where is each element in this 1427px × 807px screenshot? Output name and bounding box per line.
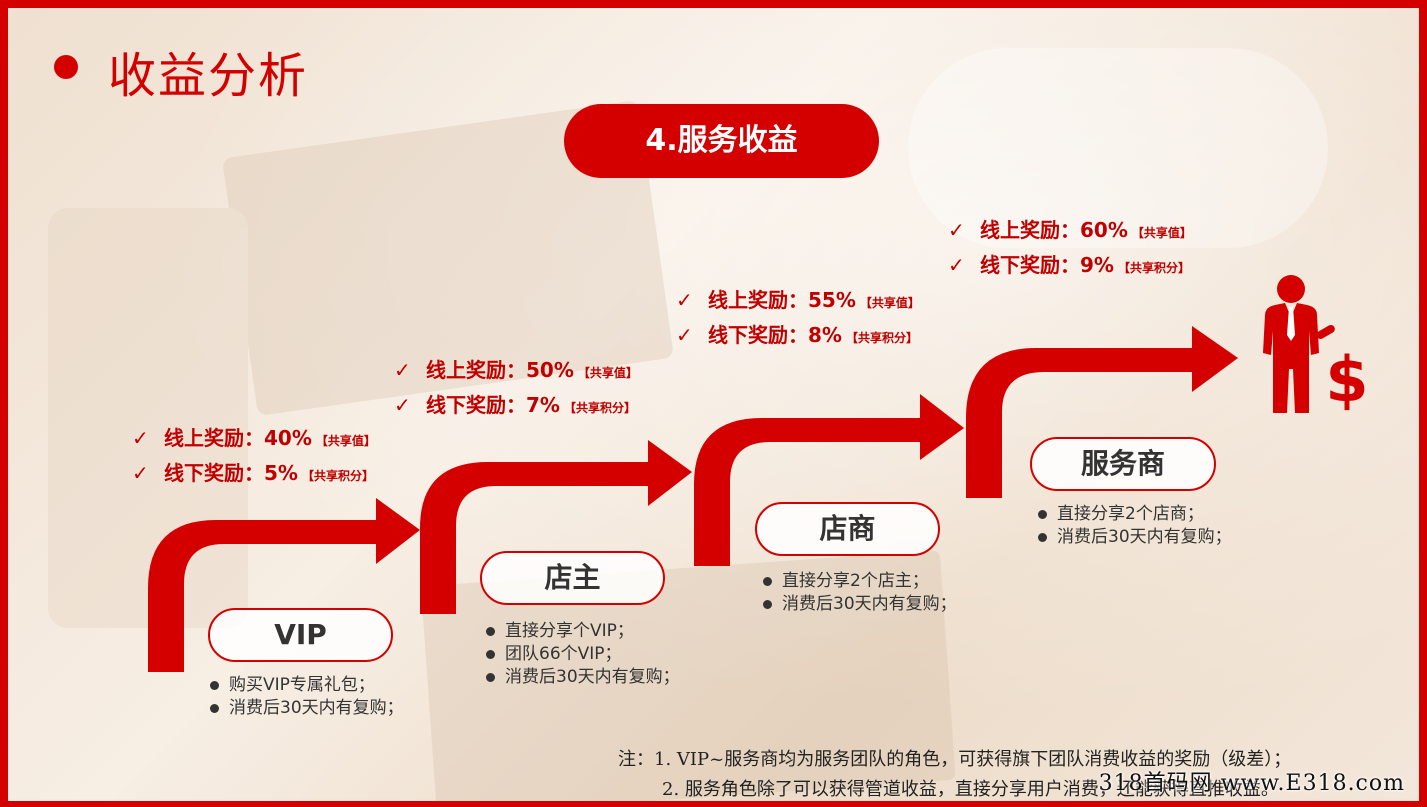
tier-rewards-vip: ✓线上奖励：40%【共享值】 ✓线下奖励：5%【共享积分】 — [132, 422, 376, 492]
title-bullet-icon — [54, 55, 78, 79]
list-item: 直接分享2个店商； — [1038, 503, 1232, 526]
growth-arrows — [148, 326, 1238, 672]
reward-offline: ✓线下奖励：5%【共享积分】 — [132, 461, 374, 485]
tier-rewards-shop-merchant: ✓线上奖励：55%【共享值】 ✓线下奖励：8%【共享积分】 — [676, 284, 920, 354]
reward-online: ✓线上奖励：60%【共享值】 — [948, 218, 1192, 242]
bullet-dot-icon — [763, 600, 772, 609]
list-item: 消费后30天内有复购； — [486, 666, 680, 689]
section-banner: 4.服务收益 — [564, 104, 879, 178]
arrow-step-4 — [966, 326, 1238, 498]
reward-offline: ✓线下奖励：9%【共享积分】 — [948, 253, 1190, 277]
tier-rewards-shop-owner: ✓线上奖励：50%【共享值】 ✓线下奖励：7%【共享积分】 — [394, 354, 638, 424]
reward-offline: ✓线下奖励：8%【共享积分】 — [676, 323, 918, 347]
tier-pill-shop-owner: 店主 — [480, 551, 665, 605]
background-decoration — [48, 48, 1328, 801]
check-icon: ✓ — [394, 358, 411, 382]
arrow-step-3 — [694, 394, 964, 566]
list-item: 消费后30天内有复购； — [763, 593, 957, 616]
bullet-dot-icon — [210, 681, 219, 690]
reward-offline: ✓线下奖励：7%【共享积分】 — [394, 393, 636, 417]
list-item: 消费后30天内有复购； — [1038, 526, 1232, 549]
check-icon: ✓ — [132, 461, 149, 485]
tier-conditions-shop-merchant: 直接分享2个店主； 消费后30天内有复购； — [763, 570, 957, 616]
footnote-line-1: 注：1. VIP~服务商均为服务团队的角色，可获得旗下团队消费收益的奖励（级差）… — [618, 749, 1292, 770]
list-item: 直接分享个VIP； — [486, 620, 680, 643]
tier-pill-service-provider: 服务商 — [1030, 437, 1216, 491]
arrow-step-1 — [148, 498, 420, 672]
bullet-dot-icon — [1038, 533, 1047, 542]
footnote: 注：1. VIP~服务商均为服务团队的角色，可获得旗下团队消费收益的奖励（级差）… — [618, 745, 1292, 801]
tier-pill-shop-merchant: 店商 — [755, 502, 940, 556]
tier-rewards-service-provider: ✓线上奖励：60%【共享值】 ✓线下奖励：9%【共享积分】 — [948, 214, 1192, 284]
check-icon: ✓ — [132, 426, 149, 450]
svg-text:$: $ — [1325, 343, 1368, 416]
list-item: 团队66个VIP； — [486, 643, 680, 666]
reward-online: ✓线上奖励：40%【共享值】 — [132, 426, 376, 450]
watermark: 318首码网 www.E318.com — [1098, 771, 1405, 796]
bullet-dot-icon — [210, 704, 219, 713]
bullet-dot-icon — [1038, 510, 1047, 519]
businessman-dollar-icon: $ — [1263, 275, 1369, 416]
bullet-dot-icon — [763, 577, 772, 586]
check-icon: ✓ — [676, 288, 693, 312]
page-title: 收益分析 — [108, 48, 309, 104]
list-item: 购买VIP专属礼包； — [210, 674, 404, 697]
bullet-dot-icon — [486, 627, 495, 636]
check-icon: ✓ — [394, 393, 411, 417]
footnote-line-2: 2. 服务角色除了可以获得管道收益，直接分享用户消费，还能获得直推收益。 — [662, 779, 1279, 800]
list-item: 消费后30天内有复购； — [210, 697, 404, 720]
bullet-dot-icon — [486, 650, 495, 659]
tier-pill-vip: VIP — [208, 608, 393, 662]
reward-online: ✓线上奖励：55%【共享值】 — [676, 288, 920, 312]
tier-conditions-vip: 购买VIP专属礼包； 消费后30天内有复购； — [210, 674, 404, 720]
check-icon: ✓ — [676, 323, 693, 347]
bullet-dot-icon — [486, 673, 495, 682]
reward-online: ✓线上奖励：50%【共享值】 — [394, 358, 638, 382]
arrow-step-2 — [420, 440, 692, 614]
list-item: 直接分享2个店主； — [763, 570, 957, 593]
check-icon: ✓ — [948, 253, 965, 277]
tier-conditions-service-provider: 直接分享2个店商； 消费后30天内有复购； — [1038, 503, 1232, 549]
tier-conditions-shop-owner: 直接分享个VIP； 团队66个VIP； 消费后30天内有复购； — [486, 620, 680, 689]
check-icon: ✓ — [948, 218, 965, 242]
